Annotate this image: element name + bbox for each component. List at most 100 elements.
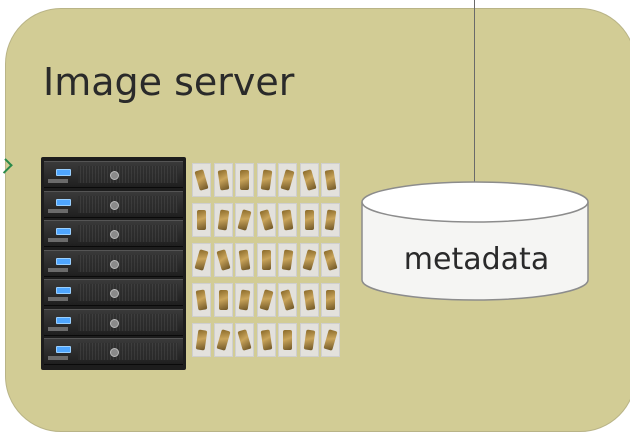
specimen-image-icon: [321, 323, 340, 357]
specimen-image-icon: [278, 163, 297, 197]
specimen-image-icon: [235, 203, 254, 237]
database-label: metadata: [403, 242, 550, 277]
specimen-shape: [326, 290, 335, 310]
specimen-image-icon: [321, 203, 340, 237]
specimen-image-icon: [192, 283, 211, 317]
specimen-shape: [195, 289, 208, 311]
specimen-image-icon: [192, 203, 211, 237]
specimen-shape: [260, 169, 272, 191]
specimen-shape: [280, 169, 295, 191]
rack-led: [56, 287, 71, 294]
specimen-shape: [281, 249, 294, 271]
specimen-image-icon: [213, 283, 233, 317]
rack-led: [56, 346, 71, 353]
specimen-image-icon: [321, 283, 340, 317]
specimen-image-icon: [299, 283, 319, 317]
specimen-image-icon: [299, 203, 319, 237]
specimen-shape: [218, 290, 228, 310]
specimen-shape: [197, 210, 206, 230]
specimen-shape: [238, 289, 251, 311]
specimen-image-icon: [192, 323, 211, 357]
rack-knob: [110, 259, 119, 269]
specimen-shape: [261, 250, 271, 270]
specimen-shape: [323, 249, 338, 271]
specimen-image-icon: [278, 203, 297, 237]
cylinder-top: [361, 181, 589, 223]
rack-slot: [48, 297, 68, 301]
rack-led: [56, 228, 71, 235]
rack-knob: [110, 348, 119, 357]
rack-grille: [78, 166, 178, 183]
specimen-image-icon: [321, 163, 340, 197]
rack-unit: [44, 161, 183, 188]
specimen-shape: [324, 209, 337, 231]
rack-unit: [44, 308, 183, 336]
rack-slot: [48, 238, 68, 242]
specimen-shape: [215, 249, 231, 271]
specimen-image-icon: [235, 323, 254, 357]
specimen-image-icon: [278, 243, 297, 277]
specimen-image-icon: [299, 243, 319, 277]
rack-slot: [48, 356, 68, 360]
specimen-image-icon: [299, 163, 319, 197]
rack-knob: [110, 171, 119, 180]
specimen-shape: [303, 289, 315, 311]
rack-led: [56, 169, 71, 176]
rack-led: [56, 316, 71, 324]
specimen-image-icon: [321, 243, 340, 277]
specimen-shape: [281, 209, 294, 231]
specimen-image-icon: [256, 243, 276, 277]
rack-knob: [110, 318, 119, 328]
database-cylinder-icon: [361, 181, 589, 301]
specimen-shape: [237, 209, 252, 231]
specimen-shape: [217, 209, 229, 231]
specimen-shape: [240, 170, 249, 190]
specimen-image-icon: [235, 243, 254, 277]
specimen-image-icon: [256, 163, 276, 197]
specimen-shape: [304, 210, 314, 230]
rack-slot: [48, 326, 68, 331]
specimen-thumbnail-grid: [190, 157, 346, 370]
specimen-shape: [301, 249, 317, 271]
rack-led: [56, 257, 71, 265]
specimen-image-icon: [213, 243, 233, 277]
rack-slot: [48, 267, 68, 272]
rack-grille: [78, 313, 178, 331]
rack-unit: [44, 190, 183, 218]
specimen-image-icon: [256, 283, 276, 317]
rack-unit: [44, 249, 183, 277]
specimen-shape: [237, 329, 252, 351]
rack-knob: [110, 230, 119, 239]
rack-grille: [78, 343, 178, 360]
cylinder-body: [361, 202, 589, 301]
rack-grille: [78, 195, 178, 213]
rack-slot: [48, 208, 68, 213]
specimen-image-icon: [278, 283, 297, 317]
rack-grille: [78, 254, 178, 272]
specimen-shape: [258, 289, 274, 311]
specimen-shape: [194, 169, 209, 191]
rack-led: [56, 198, 71, 206]
specimen-shape: [301, 169, 317, 191]
specimen-image-icon: [235, 163, 254, 197]
specimen-shape: [195, 329, 208, 351]
specimen-shape: [194, 249, 209, 271]
rack-slot: [48, 179, 68, 183]
specimen-image-icon: [235, 283, 254, 317]
box-title: Image server: [43, 60, 295, 104]
specimen-shape: [324, 169, 337, 191]
rack-unit: [44, 338, 183, 365]
rack-unit: [44, 220, 183, 247]
specimen-shape: [217, 169, 229, 191]
rack-knob: [110, 200, 119, 210]
specimen-image-icon: [213, 323, 233, 357]
specimen-image-icon: [278, 323, 297, 357]
specimen-shape: [280, 289, 295, 311]
server-rack-icon: [41, 157, 186, 370]
specimen-shape: [238, 249, 251, 271]
rack-unit: [44, 279, 183, 306]
specimen-shape: [283, 330, 292, 350]
specimen-image-icon: [213, 203, 233, 237]
specimen-image-icon: [192, 243, 211, 277]
connector-line: [474, 0, 475, 190]
